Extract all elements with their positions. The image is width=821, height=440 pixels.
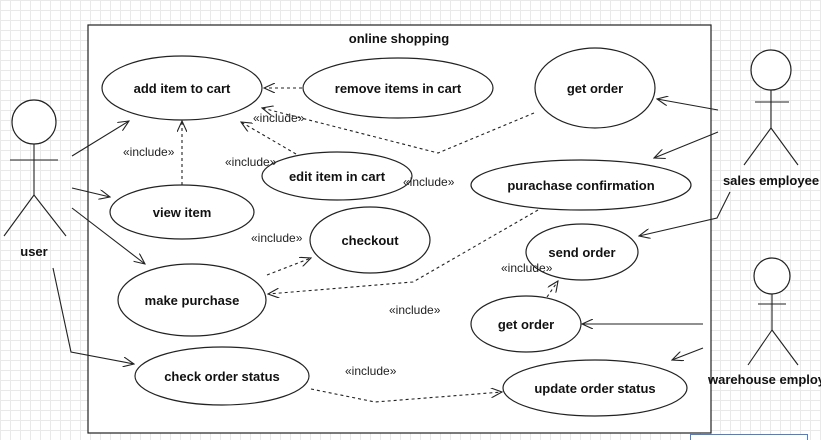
include-label-confirmation: «include» [403, 175, 455, 189]
svg-text:remove items in cart: remove items in cart [335, 81, 462, 96]
use-case-update-order-status[interactable]: update order status [502, 359, 688, 417]
use-case-get-order-bottom[interactable]: get order [470, 295, 582, 353]
assoc-user-add-item[interactable] [71, 121, 129, 157]
svg-text:edit item in cart: edit item in cart [289, 169, 386, 184]
use-case-view-item[interactable]: view item [109, 184, 255, 240]
actor-sales-employee[interactable]: sales employee [723, 49, 819, 188]
use-case-make-purchase[interactable]: make purchase [117, 263, 267, 337]
actor-user[interactable]: user [3, 99, 67, 259]
include-label-edit: «include» [225, 155, 277, 169]
dep-confirmation-to-make[interactable] [268, 209, 539, 294]
svg-text:update order status: update order status [534, 381, 655, 396]
dep-edit-to-add[interactable] [241, 122, 297, 155]
use-case-purchase-confirmation[interactable]: purachase confirmation [470, 159, 692, 211]
use-case-checkout[interactable]: checkout [309, 206, 431, 274]
dep-getorder-to-add[interactable] [262, 108, 535, 154]
assoc-sales-get-order[interactable] [657, 99, 719, 111]
svg-text:get order: get order [498, 317, 554, 332]
include-label-edit-add: «include» [253, 111, 305, 125]
svg-text:check order status: check order status [164, 369, 280, 384]
actor-sales-employee-label: sales employee [723, 173, 819, 188]
system-title: online shopping [349, 31, 449, 46]
assoc-user-make-purchase[interactable] [71, 207, 145, 264]
assoc-user-view-item[interactable] [71, 187, 110, 197]
svg-text:get order: get order [567, 81, 623, 96]
actor-user-label: user [20, 244, 47, 259]
assoc-sales-purchase-confirmation[interactable] [654, 131, 719, 158]
actor-warehouse-employee[interactable]: warehouse employee [707, 257, 821, 387]
svg-text:view item: view item [153, 205, 212, 220]
use-case-get-order-top[interactable]: get order [534, 47, 656, 129]
svg-text:checkout: checkout [341, 233, 399, 248]
use-case-add-item-to-cart[interactable]: add item to cart [101, 55, 263, 121]
actor-warehouse-employee-label: warehouse employee [707, 372, 821, 387]
svg-text:purachase confirmation: purachase confirmation [507, 178, 654, 193]
svg-text:send order: send order [548, 245, 615, 260]
use-case-send-order[interactable]: send order [525, 223, 639, 281]
include-label-send-order: «include» [501, 261, 553, 275]
assoc-warehouse-update-status[interactable] [672, 347, 704, 360]
svg-text:make purchase: make purchase [145, 293, 240, 308]
dep-make-to-checkout[interactable] [266, 258, 311, 276]
dep-check-to-update[interactable] [310, 389, 502, 403]
include-label-update-status: «include» [345, 364, 397, 378]
use-case-edit-item-in-cart[interactable]: edit item in cart [261, 151, 413, 201]
use-case-check-order-status[interactable]: check order status [134, 346, 310, 406]
include-label-view-add: «include» [123, 145, 175, 159]
assoc-sales-send-order[interactable] [639, 191, 731, 236]
svg-text:add item to cart: add item to cart [134, 81, 231, 96]
selection-handle[interactable] [690, 434, 808, 440]
assoc-user-check-status[interactable] [52, 267, 134, 364]
include-label-make-purchase: «include» [389, 303, 441, 317]
include-label-checkout: «include» [251, 231, 303, 245]
use-case-remove-items-in-cart[interactable]: remove items in cart [302, 57, 494, 119]
